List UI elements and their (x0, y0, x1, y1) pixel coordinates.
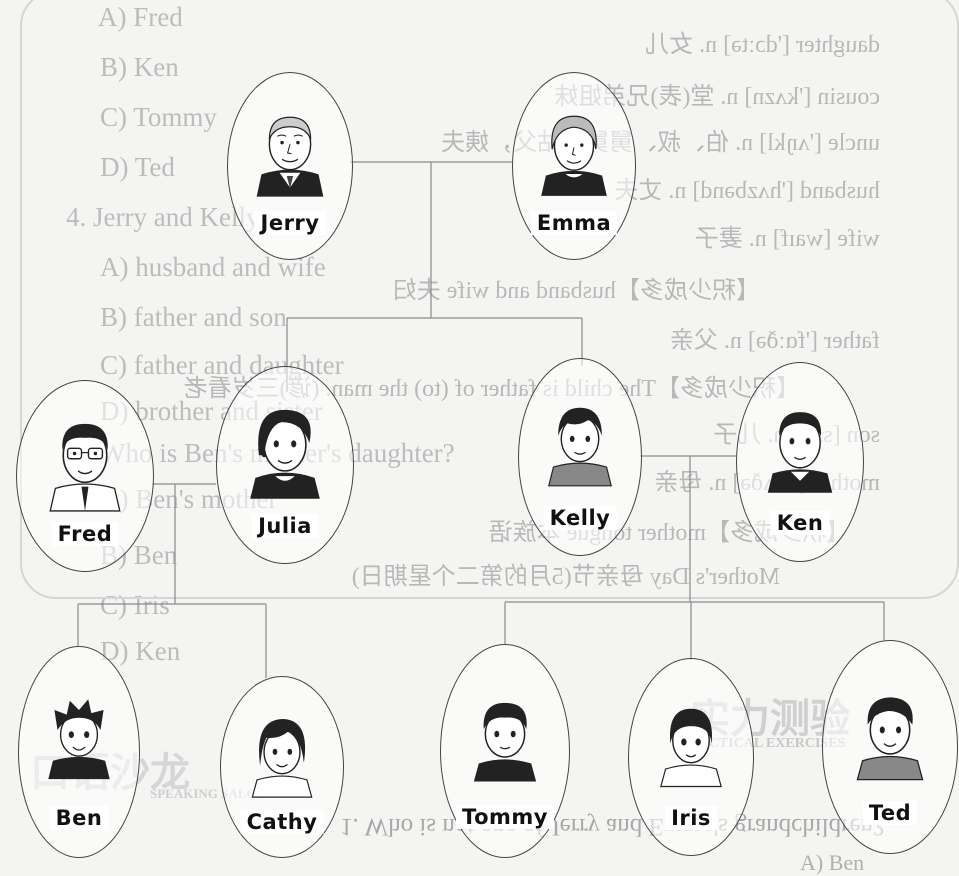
quiz-option: D) Ted (100, 152, 175, 182)
father-portrait-icon (767, 411, 833, 493)
quiz-option: C) Iris (100, 590, 170, 620)
member-name-label: Ted (862, 801, 918, 826)
member-kelly: Kelly (518, 358, 642, 556)
boy-portrait-icon (473, 702, 537, 782)
member-fred: Fred (16, 380, 154, 572)
grandfather-portrait-icon (256, 116, 324, 197)
member-name-label: Emma (530, 210, 618, 235)
member-ben: Ben (18, 646, 140, 858)
grandmother-portrait-icon (541, 115, 607, 196)
member-name-label: Kelly (543, 505, 617, 530)
quiz-option: A) Fred (98, 2, 183, 32)
member-julia: Julia (216, 366, 354, 564)
member-emma: Emma (512, 72, 636, 260)
member-tommy: Tommy (440, 644, 570, 858)
member-name-label: Fred (51, 522, 119, 547)
member-jerry: Jerry (227, 72, 353, 260)
girl-portrait-icon (660, 709, 722, 788)
quiz-option: B) Ken (100, 52, 179, 82)
mother-portrait-icon (250, 410, 320, 500)
member-name-label: Tommy (456, 805, 554, 830)
member-iris: Iris (628, 658, 754, 856)
member-ken: Ken (736, 362, 864, 562)
background-panel (20, 0, 959, 599)
member-name-label: Ken (770, 511, 830, 536)
member-name-label: Ben (49, 805, 109, 830)
boy-portrait-icon (48, 699, 110, 780)
quiz-option: C) Tommy (100, 102, 217, 132)
member-name-label: Iris (665, 805, 717, 830)
father-with-glasses-portrait-icon (49, 423, 121, 512)
mother-portrait-icon (548, 408, 612, 487)
girl-portrait-icon (251, 719, 313, 798)
member-name-label: Julia (252, 513, 318, 538)
member-cathy: Cathy (220, 676, 344, 858)
boy-portrait-icon (856, 696, 924, 780)
quiz-option: D) Ken (100, 636, 181, 666)
member-name-label: Jerry (254, 210, 326, 235)
member-ted: Ted (822, 640, 958, 854)
member-name-label: Cathy (240, 809, 324, 834)
quiz-option: B) father and son (100, 302, 287, 332)
